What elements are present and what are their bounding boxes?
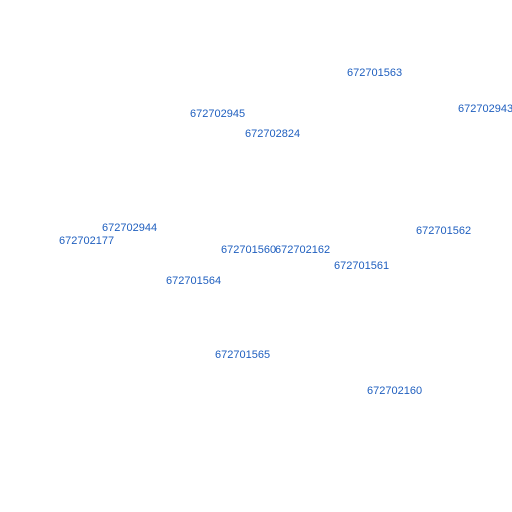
node-label[interactable]: 672701561 — [334, 260, 390, 272]
node-label[interactable]: 672701563 — [347, 67, 403, 79]
node-label[interactable]: 672702944 — [102, 222, 158, 234]
node-label[interactable]: 672702162 — [275, 244, 331, 256]
node-label[interactable]: 672701560 — [221, 244, 277, 256]
node-label[interactable]: 672702177 — [59, 235, 115, 247]
node-label[interactable]: 672701565 — [215, 349, 271, 361]
node-label[interactable]: 672702160 — [367, 385, 423, 397]
node-label[interactable]: 672702945 — [190, 108, 246, 120]
node-label[interactable]: 672701562 — [416, 225, 472, 237]
node-label[interactable]: 672702943 — [458, 103, 512, 115]
node-label[interactable]: 672702824 — [245, 128, 301, 140]
node-label[interactable]: 672701564 — [166, 275, 222, 287]
